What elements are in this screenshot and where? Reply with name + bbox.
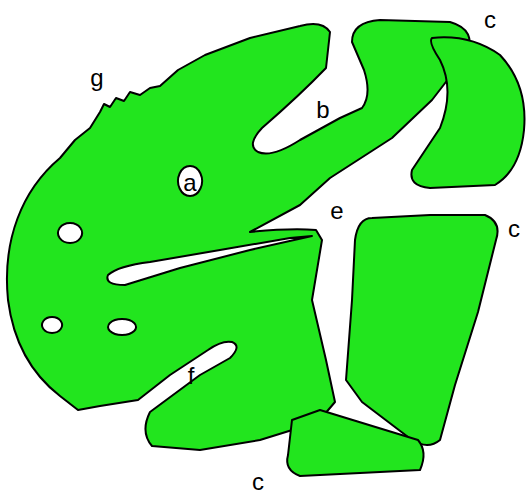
part-letter: c [484, 8, 496, 32]
part-letter: c [508, 217, 520, 241]
part-letter: c [252, 470, 264, 494]
part-letter: b [316, 98, 329, 122]
part-letter: f [188, 364, 195, 388]
lower-lobe [287, 410, 423, 476]
part-letter: e [330, 199, 343, 223]
part-letter: a [183, 171, 196, 195]
part-letter: g [90, 66, 103, 90]
middle-right-lobe [346, 215, 498, 445]
upper-right-lobe [411, 37, 524, 188]
